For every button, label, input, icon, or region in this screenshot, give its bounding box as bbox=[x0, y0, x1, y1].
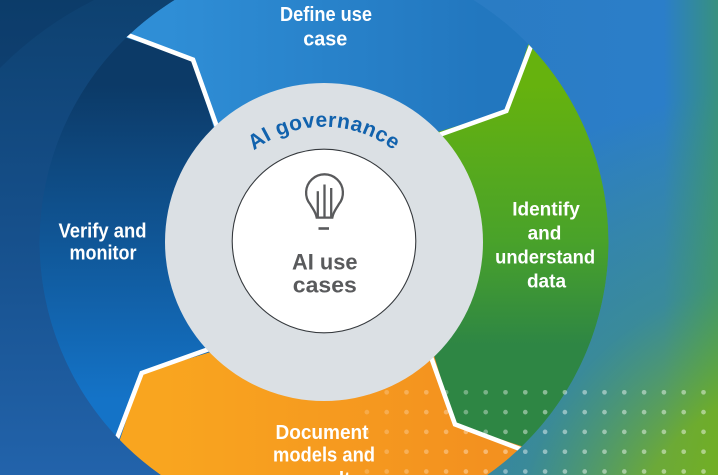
svg-text:Define use: Define use bbox=[280, 3, 372, 26]
svg-text:understand: understand bbox=[495, 248, 595, 269]
svg-text:case: case bbox=[303, 27, 347, 50]
svg-text:Identify: Identify bbox=[512, 200, 580, 221]
svg-text:monitor: monitor bbox=[70, 243, 137, 265]
svg-text:and: and bbox=[528, 223, 562, 244]
svg-text:Verify and: Verify and bbox=[59, 220, 147, 242]
svg-text:results: results bbox=[299, 469, 361, 475]
svg-text:Document: Document bbox=[276, 422, 369, 444]
svg-text:data: data bbox=[527, 272, 567, 293]
svg-text:cases: cases bbox=[293, 273, 357, 298]
svg-text:models and: models and bbox=[273, 445, 375, 467]
svg-text:AI use: AI use bbox=[292, 250, 358, 275]
